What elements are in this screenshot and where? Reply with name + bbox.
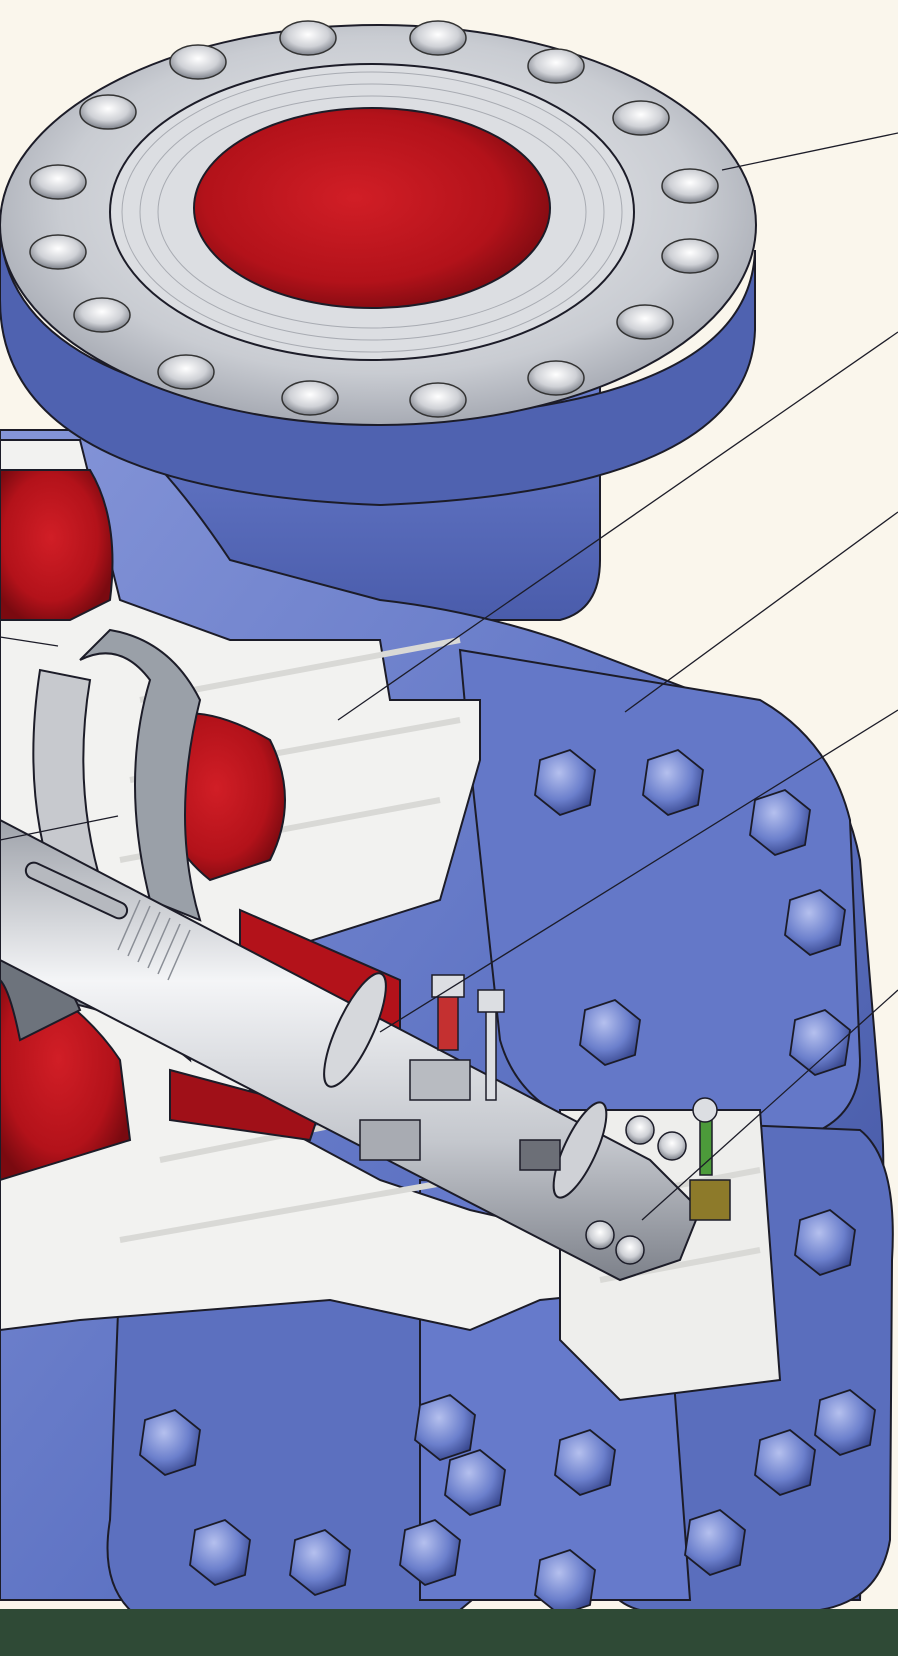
- discharge-flange: [0, 20, 757, 507]
- flange-bolt-holes: [29, 20, 719, 418]
- bearing-housing-callout: [624, 511, 898, 713]
- casing-callout: [337, 331, 898, 721]
- footer-bar: [0, 1609, 898, 1656]
- shaft-callout: [379, 709, 898, 1033]
- discharge-flange-callout: [721, 132, 898, 171]
- seal-fittings: [431, 974, 718, 1176]
- discharge-bore: [193, 107, 551, 309]
- bearing-callout: [641, 989, 898, 1221]
- wear-ring-left-callout: [0, 815, 119, 841]
- impeller-left-callout: [0, 636, 59, 647]
- bearing-assembly: [359, 1059, 731, 1265]
- casing-bolts: [139, 748, 876, 1617]
- callout-leaders: [0, 132, 898, 1221]
